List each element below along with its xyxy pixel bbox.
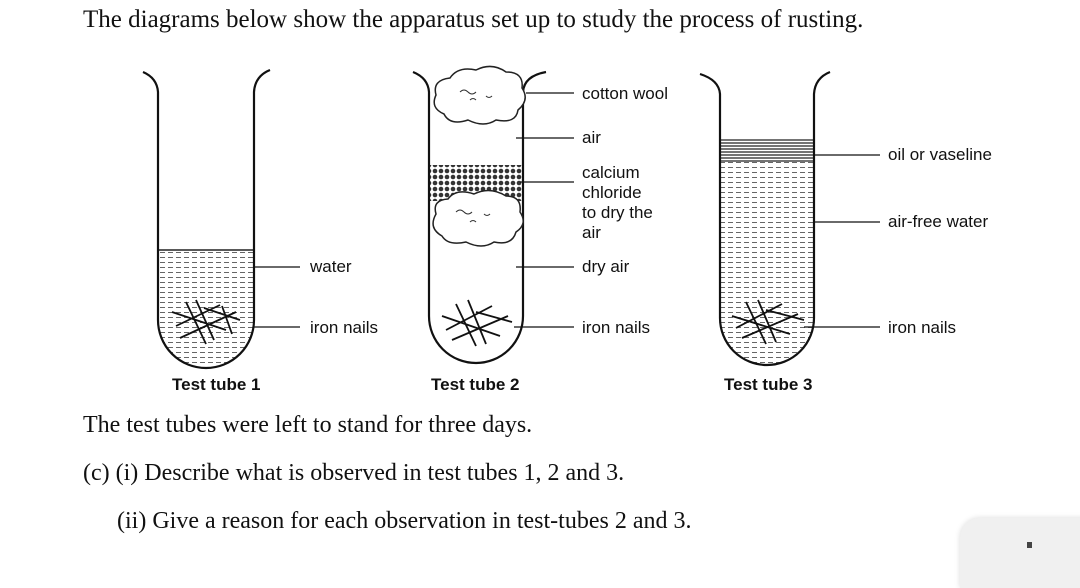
- tube-outline: [142, 68, 271, 370]
- label-oil-or-vaseline: oil or vaseline: [888, 145, 992, 164]
- label-water: water: [310, 257, 352, 276]
- test-tube-3: [699, 70, 880, 367]
- caption-test-tube-2: Test tube 2: [431, 375, 520, 394]
- label-iron-nails: iron nails: [310, 318, 379, 337]
- cotton-wool-lower: [432, 189, 524, 247]
- label-air-free-water: air-free water: [888, 212, 989, 231]
- question-note: The test tubes were left to stand for th…: [83, 412, 533, 438]
- label-air: air: [582, 128, 601, 147]
- label-iron-nails-3: iron nails: [888, 318, 957, 337]
- question-intro: The diagrams below show the apparatus se…: [83, 6, 864, 33]
- iron-nails: [441, 299, 513, 347]
- label-calcium-chloride: calcium chloride to dry the air: [582, 163, 653, 243]
- cotton-wool-top: [433, 65, 526, 125]
- label-iron-nails-2: iron nails: [582, 318, 651, 337]
- iron-nails: [731, 299, 805, 345]
- caption-test-tube-1: Test tube 1: [172, 375, 261, 394]
- oil-layer: [720, 139, 814, 162]
- question-part-c-ii: (ii) Give a reason for each observation …: [117, 508, 692, 534]
- panel-handle-icon: [1027, 542, 1032, 548]
- label-cotton-wool: cotton wool: [582, 84, 668, 103]
- label-calcium-line-2: chloride: [582, 183, 642, 202]
- caption-test-tube-3: Test tube 3: [724, 375, 813, 394]
- label-calcium-line-1: calcium: [582, 163, 640, 182]
- air-free-water: [720, 162, 814, 365]
- floating-panel-corner[interactable]: [960, 518, 1080, 588]
- iron-nails: [171, 299, 241, 345]
- test-tube-2: [412, 65, 574, 365]
- test-tube-1: [142, 68, 300, 370]
- water-fill: [158, 250, 254, 368]
- tube-outline: [699, 70, 831, 367]
- question-part-c-i: (c) (i) Describe what is observed in tes…: [83, 460, 625, 486]
- label-calcium-line-3: to dry the: [582, 203, 653, 222]
- label-dry-air: dry air: [582, 257, 630, 276]
- rusting-apparatus-diagram: [142, 65, 880, 370]
- label-calcium-line-4: air: [582, 223, 601, 242]
